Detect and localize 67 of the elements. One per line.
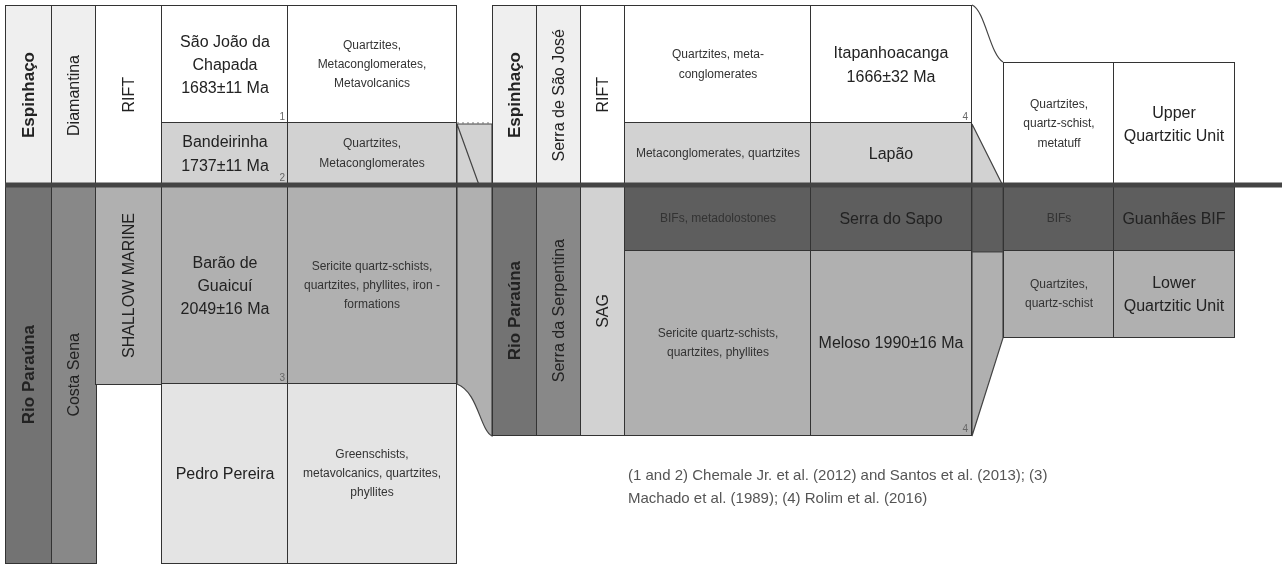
formation-name: Meloso 1990±16 Ma xyxy=(817,333,965,354)
formation-name: Lapão xyxy=(867,143,915,164)
unit-label: Diamantina xyxy=(65,54,83,136)
group-name: Espinhaço xyxy=(505,52,525,138)
stratigraphic-cell xyxy=(1003,186,1115,252)
stratigraphic-cell xyxy=(624,250,812,436)
lithology-text: Greenschists, metavolcanics, quartzites, phyllites xyxy=(301,445,443,502)
lithology-text: Quartzites, meta- conglomerates xyxy=(671,46,765,83)
formation-name: Lower Quartzitic Unit xyxy=(1122,272,1226,316)
reference-number: 1 xyxy=(279,111,285,122)
stratigraphic-cell xyxy=(1113,62,1235,186)
stratigraphic-cell xyxy=(492,186,538,436)
lithology-text: Quartzites, quartz-schist, metatuff xyxy=(1022,96,1096,152)
formation-name: Barão de Guaicuí 2049±16 Ma xyxy=(179,252,271,320)
stratigraphic-cell xyxy=(1003,250,1115,338)
stratigraphic-cell xyxy=(624,5,812,124)
lithology-text: Sericite quartz-schists, quartzites, phyllites xyxy=(656,324,780,361)
stratigraphic-cell xyxy=(810,5,972,124)
stratigraphic-cell xyxy=(5,186,53,564)
formation-name: Pedro Pereira xyxy=(174,463,276,484)
stratigraphic-cell xyxy=(810,186,972,252)
unit-label: Serra de São José xyxy=(550,28,568,162)
reference-note: (1 and 2) Chemale Jr. et al. (2012) and Santos et al. (2013); (3) Machado et al. (1989); (4) Rolim et al. (2016) xyxy=(628,465,1049,509)
stratigraphic-cell xyxy=(51,5,97,185)
stratigraphic-cell xyxy=(95,5,163,185)
stratigraphic-cell xyxy=(580,186,626,436)
lithology-text: Quartzites, Metaconglomerates, Metavolcanics xyxy=(316,36,428,93)
stratigraphic-cell xyxy=(161,5,289,124)
lithology-text: Quartzites, Metaconglomerates xyxy=(318,135,426,172)
stratigraphic-cell xyxy=(287,5,457,124)
stratigraphic-cell xyxy=(624,186,812,252)
formation-name: São João da Chapada 1683±11 Ma xyxy=(179,31,271,99)
reference-number: 2 xyxy=(279,172,285,183)
stratigraphic-cell xyxy=(580,5,626,185)
stratigraphic-cell xyxy=(624,122,812,185)
formation-name: Serra do Sapo xyxy=(838,209,944,230)
reference-number: 4 xyxy=(962,111,968,122)
unit-label: Costa Sena xyxy=(65,333,83,417)
stratigraphic-cell xyxy=(51,186,97,564)
group-name: Rio Paraúna xyxy=(19,325,39,425)
stratigraphic-cell xyxy=(287,383,457,564)
formation-name: Guanhães BIF xyxy=(1121,209,1227,230)
stratigraphic-cell xyxy=(161,186,289,385)
reference-number: 3 xyxy=(279,372,285,383)
unit-label: RIFT xyxy=(594,77,612,113)
stratigraphic-cell xyxy=(95,186,163,385)
stratigraphic-cell xyxy=(492,5,538,185)
lithology-text: Metaconglomerates, quartzites xyxy=(634,144,802,162)
stratigraphic-cell xyxy=(1113,186,1235,252)
reference-number: 4 xyxy=(962,423,968,434)
unit-label: Serra da Serpentina xyxy=(550,239,568,383)
unit-label: SHALLOW MARINE xyxy=(120,213,138,358)
stratigraphic-cell xyxy=(1003,62,1115,186)
stratigraphic-cell xyxy=(161,383,289,564)
group-name: Rio Paraúna xyxy=(505,261,525,361)
lithology-text: Quartzites, quartz-schist xyxy=(1024,275,1094,312)
formation-name: Upper Quartzitic Unit xyxy=(1122,102,1226,146)
stratigraphic-cell xyxy=(5,5,53,185)
stratigraphic-cell xyxy=(1113,250,1235,338)
lithology-text: Sericite quartz-schists, quartzites, phyllites, iron -formations xyxy=(302,257,442,314)
stratigraphic-cell xyxy=(536,186,582,436)
group-name: Espinhaço xyxy=(19,52,39,138)
unit-label: SAG xyxy=(594,294,612,328)
stratigraphic-cell xyxy=(161,122,289,185)
formation-name: Itapanhoacanga 1666±32 Ma xyxy=(832,43,950,87)
stratigraphic-cell xyxy=(536,5,582,185)
unit-label: RIFT xyxy=(120,77,138,113)
